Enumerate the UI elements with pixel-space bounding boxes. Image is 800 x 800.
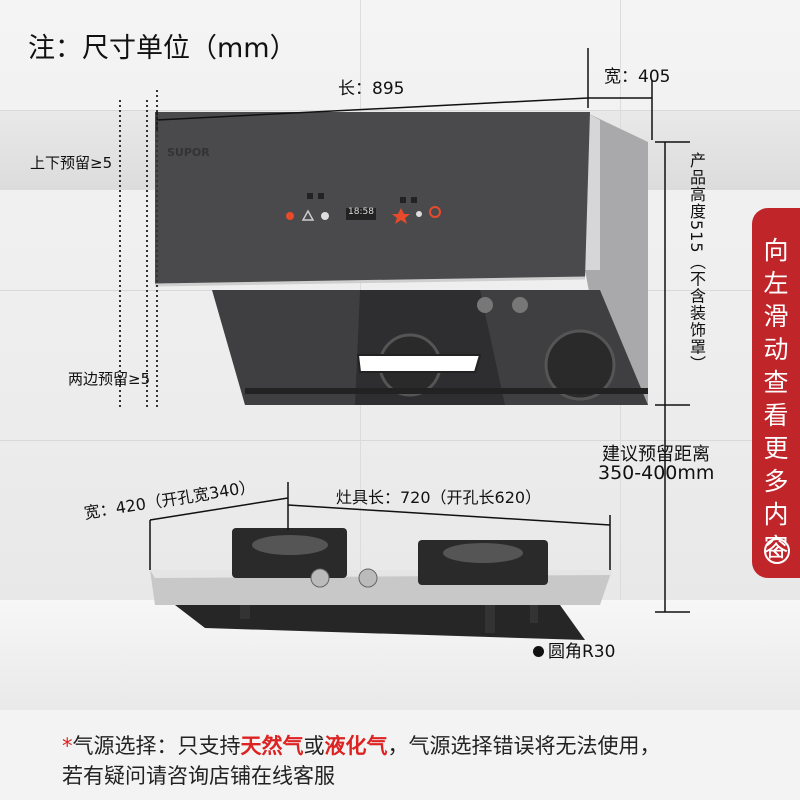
power-button-icon <box>429 206 441 218</box>
stove-length-dim <box>287 504 611 526</box>
note-prefix: 气源选择：只支持 <box>72 734 241 758</box>
clean-icon <box>416 211 422 217</box>
knob-left <box>310 568 330 588</box>
timer-icon <box>321 212 329 220</box>
time-display: 18:58 <box>348 207 374 217</box>
hood-panel-edge <box>154 276 586 287</box>
stove-cutout <box>175 605 585 640</box>
power-icon <box>286 212 294 220</box>
swipe-tab-char: 看 <box>763 401 789 430</box>
burner-right <box>443 543 523 563</box>
corner-radius-text: 圆角R30 <box>548 642 616 662</box>
burner-left <box>252 535 328 555</box>
swipe-tab-char: 左 <box>763 269 789 298</box>
length-dim-line <box>156 97 589 121</box>
stove-length-label: 灶具长：720（开孔长620） <box>336 488 542 507</box>
gas-note-line1: *气源选择：只支持天然气或液化气，气源选择错误将无法使用， <box>62 730 661 760</box>
brand-logo: SUPOR <box>167 146 210 159</box>
knob-right <box>358 568 378 588</box>
note-asterisk: * <box>62 734 73 758</box>
swipe-tab-char: 动 <box>763 335 789 364</box>
hood-light-bar <box>356 354 482 373</box>
swipe-tab-text: 向左滑动查看更多内容 <box>752 234 800 564</box>
swipe-tab-char: 更 <box>763 434 789 463</box>
recommend-title: 建议预留距离 <box>602 444 710 465</box>
chevron-left-icon <box>764 538 790 564</box>
gas-natural: 天然气 <box>240 734 304 758</box>
reflected-burner <box>544 329 616 401</box>
hood-glass-panel <box>155 112 590 285</box>
swipe-more-tab[interactable]: 向左滑动查看更多内容 <box>752 208 800 578</box>
corner-radius-label: 圆角R30 <box>533 637 615 662</box>
note-or: 或 <box>303 734 325 758</box>
gas-note-area <box>0 710 800 800</box>
reflected-knob <box>477 297 493 313</box>
gas-note-line2: 若有疑问请咨询店铺在线客服 <box>62 764 335 788</box>
swipe-tab-char: 滑 <box>763 302 789 331</box>
tile-line <box>0 440 800 441</box>
swipe-tab-char: 向 <box>763 236 789 265</box>
unit-label: 注：尺寸单位（mm） <box>28 33 297 64</box>
top-bottom-clearance: 上下预留≥5 <box>30 154 113 172</box>
tile-line <box>0 110 800 111</box>
display-panel <box>346 208 376 220</box>
note-suffix: ，气源选择错误将无法使用， <box>387 734 661 758</box>
fan-icon <box>301 209 315 221</box>
swipe-tab-char: 查 <box>763 368 789 397</box>
gas-lpg: 液化气 <box>324 734 388 758</box>
side-clearance: 两边预留≥5 <box>68 370 151 388</box>
swipe-tab-char: 多 <box>763 467 789 496</box>
stove-width-dim <box>149 497 289 521</box>
recommend-value: 350-400mm <box>598 462 715 484</box>
star-icon <box>392 208 410 224</box>
hood-height-label: 产品高度515（不含装饰罩） <box>687 152 706 373</box>
hood-bottom-edge <box>245 388 648 394</box>
hood-width-label: 宽：405 <box>604 67 671 87</box>
bullet-dot <box>533 646 544 657</box>
reflected-knob <box>512 297 528 313</box>
swipe-tab-char: 内 <box>763 500 789 529</box>
hood-length-label: 长：895 <box>338 79 405 99</box>
